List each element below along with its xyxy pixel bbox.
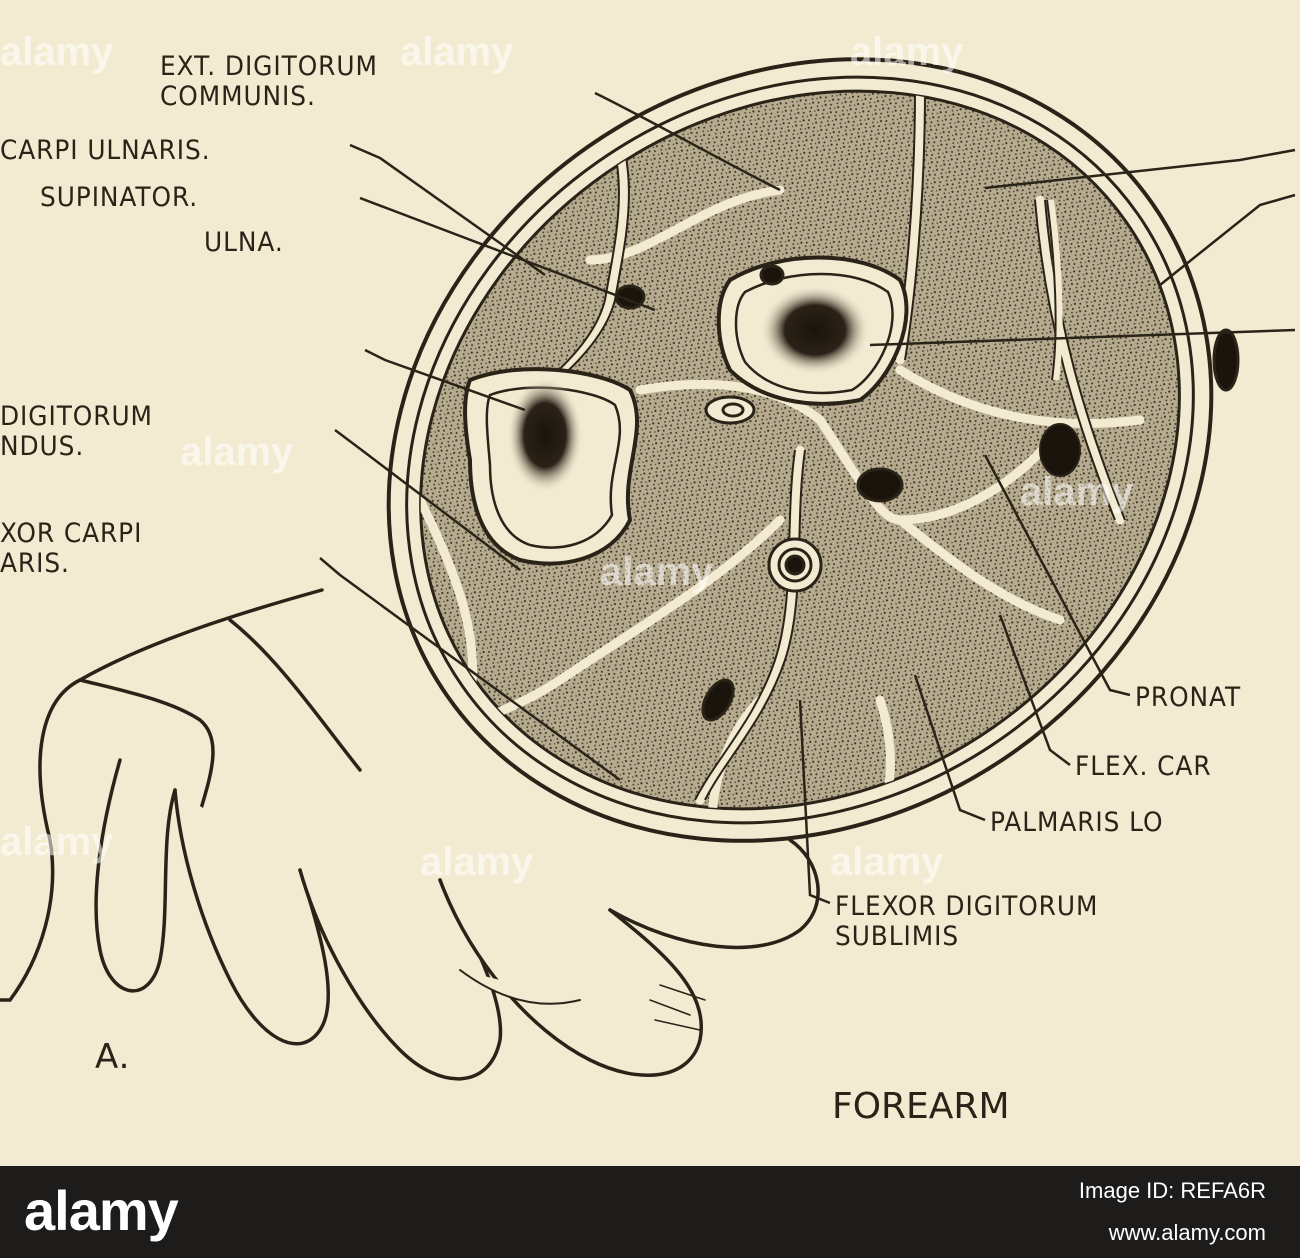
label-ext-digitorum-communis: EXT. DIGITORUM COMMUNIS. <box>160 51 378 112</box>
watermark: alamy <box>400 30 514 74</box>
stock-footer-bar: alamy Image ID: REFA6R www.alamy.com <box>0 1166 1300 1258</box>
figure-letter: A. <box>95 1037 131 1077</box>
anatomy-figure: EXT. DIGITORUM COMMUNIS. CARPI ULNARIS. … <box>0 30 1296 1127</box>
label-palmaris-longus: PALMARIS LO <box>990 807 1164 838</box>
hand-outline <box>0 588 820 1081</box>
watermark: alamy <box>0 820 114 864</box>
label-flexor-carpi-ulnaris: XOR CARPI ARIS. <box>0 518 143 579</box>
watermark: alamy <box>600 550 714 594</box>
label-flex-carpi: FLEX. CAR <box>1075 751 1212 782</box>
label-pronator: PRONAT <box>1135 682 1242 713</box>
watermark: alamy <box>850 30 964 74</box>
vessels <box>614 264 1240 722</box>
ulna-bone <box>463 367 639 566</box>
figure-caption: FOREARM <box>832 1086 1010 1127</box>
alamy-logo: alamy <box>24 1179 179 1242</box>
watermark: alamy <box>830 840 944 884</box>
label-ulna: ULNA. <box>204 227 284 258</box>
label-carpi-ulnaris: CARPI ULNARIS. <box>0 135 211 166</box>
image-id-text: Image ID: REFA6R <box>1078 1178 1266 1203</box>
watermark: alamy <box>180 430 294 474</box>
watermark: alamy <box>0 30 114 74</box>
leader-lines <box>319 91 1296 905</box>
label-flexor-digitorum-profundus: DIGITORUM NDUS. <box>0 401 153 462</box>
label-flexor-digitorum-sublimis: FLEXOR DIGITORUM SUBLIMIS <box>835 891 1099 952</box>
radius-bone <box>716 255 909 406</box>
site-url-text: www.alamy.com <box>1108 1220 1266 1245</box>
label-supinator: SUPINATOR. <box>40 182 199 213</box>
watermark: alamy <box>420 840 534 884</box>
watermark: alamy <box>1020 470 1134 514</box>
forearm-cross-section-drawing <box>0 57 1296 1081</box>
